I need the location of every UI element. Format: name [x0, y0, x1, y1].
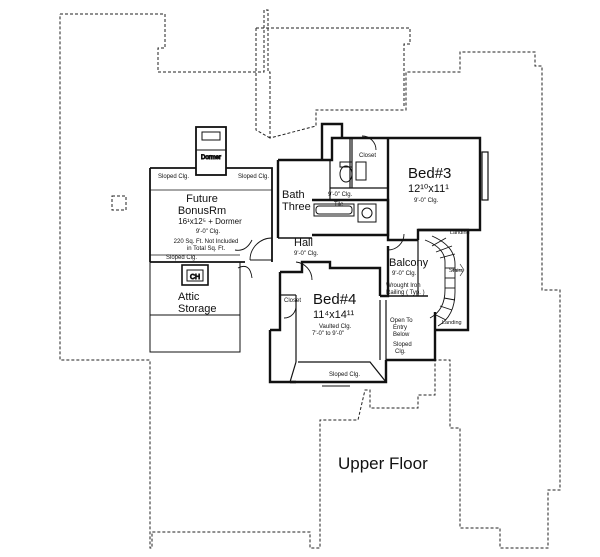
- stairs-label: Stairs: [449, 268, 463, 274]
- windows: [322, 381, 350, 387]
- stair-treads: [424, 235, 465, 327]
- bed4-closet: Closet: [284, 298, 301, 304]
- bed4-name: Bed#4: [313, 291, 356, 308]
- bonus-sloped-clg-bottom: Sloped Clg.: [166, 255, 197, 261]
- attic-name-1: Attic: [178, 291, 200, 303]
- bonus-note-1: 220 Sq. Ft. Not Included: [174, 239, 239, 245]
- hall-name: Hall: [294, 237, 313, 249]
- hall-ceiling: 9'-0" Clg.: [294, 251, 319, 257]
- ch-label: CH: [190, 274, 200, 281]
- bed4-ceiling: Vaulted Clg.: [319, 324, 352, 330]
- balcony-railing-2: Railing ( Typ. ): [386, 290, 425, 296]
- bed3-name: Bed#3: [408, 165, 451, 182]
- entry-label: Entry: [393, 325, 407, 331]
- attic-name-2: Storage: [178, 303, 217, 315]
- bed3-ceiling: 9'-0" Clg.: [414, 198, 439, 204]
- bed4-ceiling2: 7'-0" to 9'-0": [312, 331, 344, 337]
- bed3-closet: Closet: [359, 153, 376, 159]
- balcony-ceiling: 9'-0" Clg.: [392, 271, 417, 277]
- bonus-name-1: Future: [186, 193, 218, 205]
- bonus-sloped-clg-left: Sloped Clg.: [158, 174, 189, 180]
- attic-storage: CH: [149, 262, 241, 353]
- balcony-name: Balcony: [389, 257, 429, 269]
- balcony-railing-1: Wrought Iron: [386, 283, 421, 289]
- bonus-note-2: in Total Sq. Ft.: [187, 246, 226, 252]
- plan-caption: Upper Floor: [338, 454, 428, 473]
- landing-bottom: Landing: [442, 320, 462, 326]
- bath-fixtures: [313, 161, 377, 223]
- dormer: Dormer: [195, 126, 227, 176]
- bed4-sloped-clg: Sloped Clg.: [329, 372, 360, 378]
- sloped-label: Sloped: [393, 342, 412, 348]
- dormer-label: Dormer: [201, 155, 221, 161]
- bath-name-1: Bath: [282, 189, 305, 201]
- bath-ceiling: 9'-0" Clg.: [328, 192, 353, 198]
- bed4-size: 11⁴x14¹¹: [313, 309, 355, 321]
- bonus-name-2: BonusRm: [178, 205, 226, 217]
- bonus-room-walls: [149, 167, 273, 263]
- room-labels: Bed#3 12¹⁰x11¹ 9'-0" Clg. Closet Bed#4 1…: [158, 153, 470, 378]
- bath-name-2: Three: [282, 201, 311, 213]
- bonus-size: 16¹x12⁵ + Dormer: [178, 217, 242, 226]
- clg-label: Clg.: [395, 349, 406, 355]
- bonus-ceiling: 9'-0" Clg.: [196, 229, 221, 235]
- bed3-size: 12¹⁰x11¹: [408, 183, 449, 195]
- bonus-sloped-clg-right: Sloped Clg.: [238, 174, 269, 180]
- landing-top: Landing: [450, 230, 470, 236]
- roof-outline: [59, 9, 561, 549]
- upper-floor-walls: [268, 122, 489, 384]
- below-label: Below: [393, 332, 410, 338]
- open-to-label: Open To: [390, 318, 413, 324]
- bath-tile: Tile: [334, 202, 344, 208]
- door-swings: [234, 135, 405, 319]
